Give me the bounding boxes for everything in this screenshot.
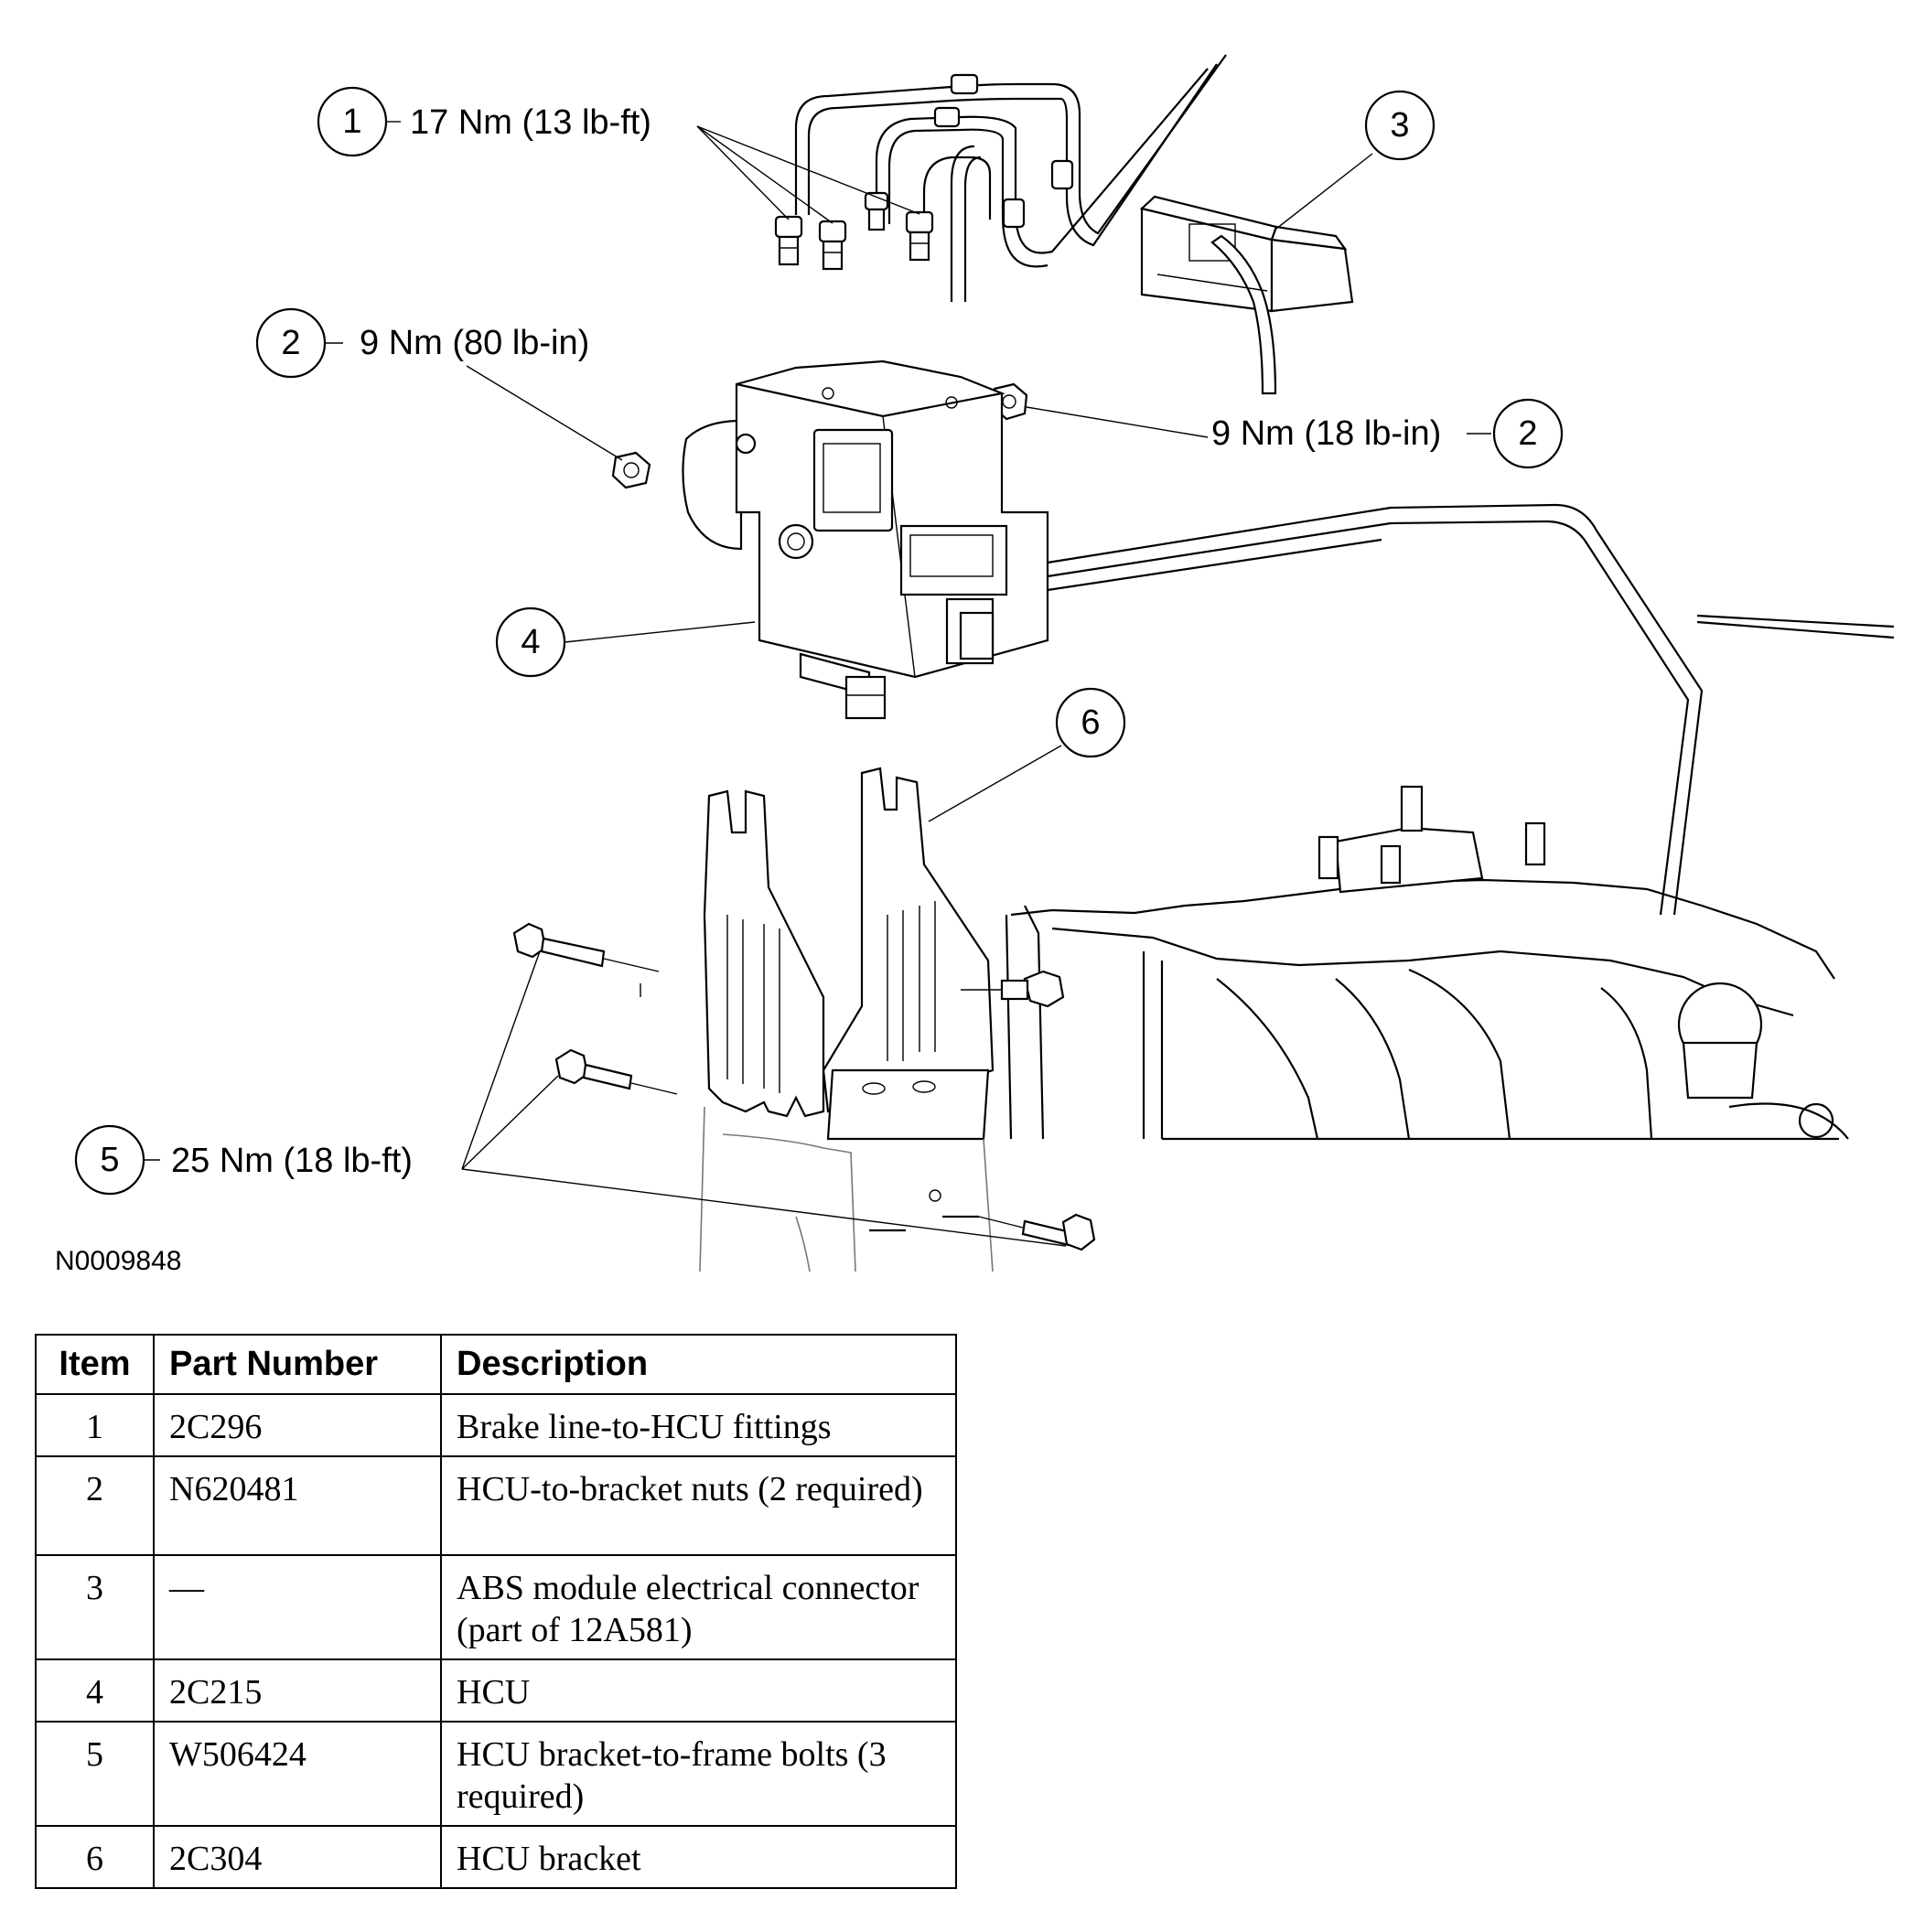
- brake-line-fittings: [774, 191, 934, 271]
- cell-part-number: 2C215: [153, 1658, 442, 1723]
- cell-item: 3: [35, 1554, 155, 1660]
- header-description: Description: [440, 1334, 957, 1395]
- table-row: 1 2C296 Brake line-to-HCU fittings: [35, 1393, 957, 1457]
- svg-text:4: 4: [521, 623, 540, 661]
- cell-item: 6: [35, 1825, 155, 1889]
- table-header-row: Item Part Number Description: [35, 1334, 957, 1395]
- cell-description: ABS module electrical connector (part of…: [440, 1554, 957, 1660]
- callout-1: 1 17 Nm (13 lb-ft): [317, 86, 651, 157]
- svg-text:5: 5: [100, 1141, 119, 1179]
- svg-text:2: 2: [281, 324, 300, 362]
- table-row: 6 2C304 HCU bracket: [35, 1825, 957, 1889]
- vehicle-frame: [1005, 785, 1849, 1141]
- hcu-nut-left: [611, 451, 651, 489]
- header-item: Item: [35, 1334, 155, 1395]
- callout-5: 5 25 Nm (18 lb-ft): [74, 1124, 413, 1196]
- table-row: 5 W506424 HCU bracket-to-frame bolts (3 …: [35, 1721, 957, 1827]
- abs-connector: [1139, 195, 1354, 395]
- frame-stud: [961, 970, 1065, 1008]
- svg-text:9 Nm (18 lb-in): 9 Nm (18 lb-in): [1211, 414, 1441, 453]
- bracket-bolt-3: [978, 1213, 1096, 1251]
- svg-text:25 Nm (18 lb-ft): 25 Nm (18 lb-ft): [171, 1142, 413, 1180]
- leader-lines: [461, 125, 1373, 1247]
- svg-text:1: 1: [342, 102, 361, 141]
- cell-item: 4: [35, 1658, 155, 1723]
- frame-brake-lines: [1047, 503, 1895, 916]
- header-part-number: Part Number: [153, 1334, 442, 1395]
- table-row: 4 2C215 HCU: [35, 1658, 957, 1723]
- cell-part-number: —: [153, 1554, 442, 1660]
- cell-item: 2: [35, 1455, 155, 1556]
- callout-3: 3: [1364, 90, 1436, 161]
- cell-part-number: 2C304: [153, 1825, 442, 1889]
- cell-description: HCU bracket-to-frame bolts (3 required): [440, 1721, 957, 1827]
- brake-lines: [794, 54, 1227, 302]
- callout-2-right: 9 Nm (18 lb-in) 2: [1211, 398, 1564, 469]
- callout-2-left: 2 9 Nm (80 lb-in): [255, 307, 589, 379]
- figure-id: N0009848: [55, 1246, 181, 1276]
- exploded-view-diagram: 1 17 Nm (13 lb-ft) 2 9 Nm (80 lb-in) 9 N…: [55, 54, 1895, 1276]
- table-row: 2 N620481 HCU-to-bracket nuts (2 require…: [35, 1455, 957, 1556]
- cell-description: Brake line-to-HCU fittings: [440, 1393, 957, 1457]
- hcu-bracket: [699, 767, 995, 1272]
- cell-part-number: 2C296: [153, 1393, 442, 1457]
- cell-item: 1: [35, 1393, 155, 1457]
- cell-description: HCU: [440, 1658, 957, 1723]
- svg-text:9 Nm (80 lb-in): 9 Nm (80 lb-in): [360, 324, 589, 362]
- bracket-bolt-2: [554, 1048, 678, 1095]
- callout-4: 4: [495, 606, 566, 678]
- svg-text:6: 6: [1081, 703, 1100, 742]
- svg-text:3: 3: [1390, 106, 1409, 145]
- cell-description: HCU bracket: [440, 1825, 957, 1889]
- bracket-bolt-1: [512, 922, 660, 997]
- cell-description: HCU-to-bracket nuts (2 required): [440, 1455, 957, 1556]
- svg-text:17 Nm (13 lb-ft): 17 Nm (13 lb-ft): [410, 103, 651, 142]
- cell-item: 5: [35, 1721, 155, 1827]
- table-row: 3 — ABS module electrical connector (par…: [35, 1554, 957, 1660]
- svg-text:2: 2: [1518, 414, 1537, 453]
- callout-6: 6: [1055, 687, 1126, 758]
- hcu-unit: [682, 360, 1049, 720]
- cell-part-number: N620481: [153, 1455, 442, 1556]
- parts-table: Item Part Number Description 1 2C296 Bra…: [35, 1334, 957, 1889]
- cell-part-number: W506424: [153, 1721, 442, 1827]
